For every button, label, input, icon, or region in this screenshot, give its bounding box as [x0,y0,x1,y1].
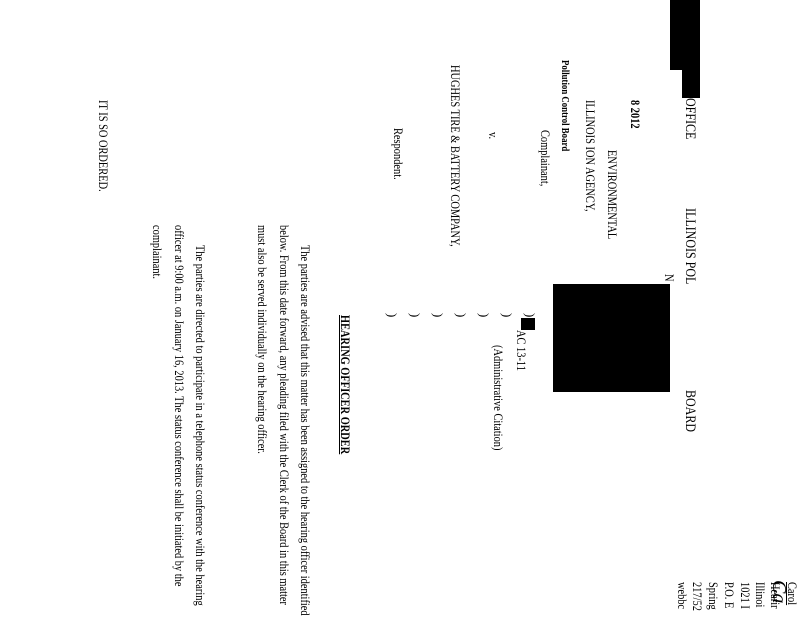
date-fragment: 8 2012 [628,100,643,129]
redaction-box [521,318,535,330]
sig-line: webbc [675,582,690,610]
para1-line2: below. From this date forward, any plead… [277,225,292,605]
office-label: OFFICE [682,98,698,140]
caption-brackets: ))))))) [385,313,538,318]
para2-line2: officer at 9:00 a.m. on January 16, 2013… [172,225,187,587]
redaction-box [553,284,670,392]
header-n: N [662,274,677,282]
sig-line: Illinoi [753,582,768,608]
sig-line: P.O. E [722,582,737,609]
sig-line: Spring [706,582,721,610]
order-title: HEARING OFFICER ORDER [338,315,353,455]
case-type: (Administrative Citation) [491,345,506,451]
respondent-name: HUGHES TIRE & BATTERY COMPANY, [448,65,463,247]
stamp-board: Pollution Control Board [559,60,571,152]
complainant-line1: ENVIRONMENTAL [605,150,620,240]
sig-line: 1021 I [738,582,753,609]
board-title-left: ILLINOIS POL [682,208,698,285]
complainant-role: Complainant, [538,130,553,187]
para1-line3: must also be served individually on the … [255,225,270,454]
sig-line: Hearir [768,582,783,609]
closing: IT IS SO ORDERED. [96,100,111,192]
case-number: AC 13-11 [514,330,529,371]
para2-line3: complainant. [150,225,165,280]
para1-line1: The parties are advised that this matter… [298,245,313,616]
redaction-box [670,0,682,70]
complainant-line2: ILLINOIS ION AGENCY, [583,100,598,212]
respondent-role: Respondent. [391,128,406,180]
sig-line: 217/52 [690,582,705,611]
redaction-box [682,0,700,98]
para2-line1: The parties are directed to participate … [193,245,208,606]
versus: v. [486,132,501,140]
board-title-right: BOARD [682,390,698,433]
